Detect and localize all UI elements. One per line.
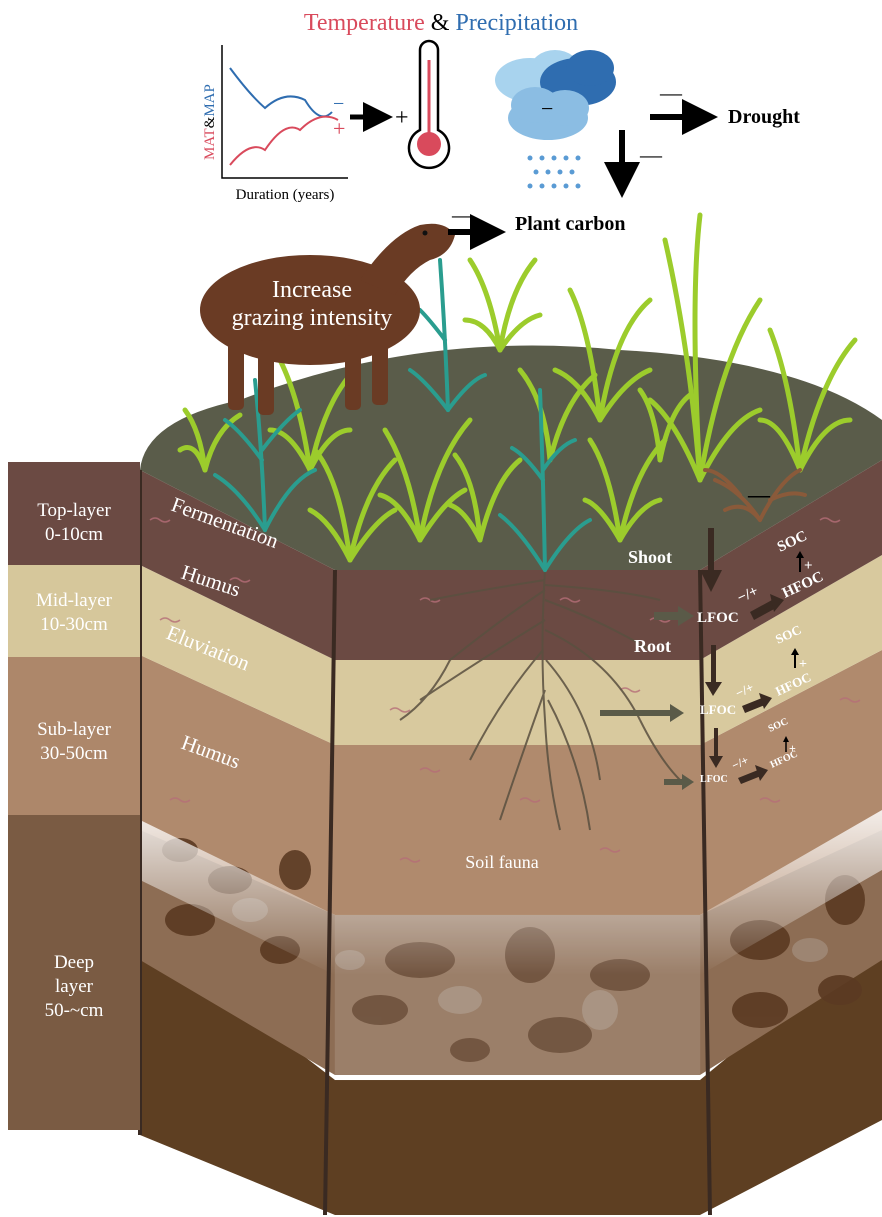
litter-minus-sign: — [747,482,771,507]
soc1-plus-sign: + [804,558,813,574]
sheep-minus-sign: — [451,202,475,227]
legend-top-line2: 0-10cm [45,524,103,545]
cloud-minus-sign: − [541,96,553,121]
legend-deep-line2: layer [55,976,94,997]
lfoc-label-3: LFOC [700,774,728,785]
drought-minus-sign: — [659,80,683,105]
drought-label: Drought [728,106,800,128]
legend-top-line1: Top-layer [37,500,111,521]
soil-block [140,346,882,1215]
grazing-line1: Increase [272,277,352,303]
grazing-line2: grazing intensity [232,305,393,331]
legend-sub-line1: Sub-layer [37,719,112,740]
down-minus-sign: — [639,142,663,167]
legend-deep-line1: Deep [54,952,94,973]
soil-fauna-label: Soil fauna [465,852,539,872]
legend-mid-line1: Mid-layer [36,590,113,611]
transparent-panel [335,915,700,1080]
soc3-plus-sign: + [789,741,796,755]
shoot-label: Shoot [628,547,672,567]
mini-chart-xlabel: Duration (years) [236,187,335,203]
layer-legend: Top-layer 0-10cm Mid-layer 10-30cm Sub-l… [8,462,140,1130]
mat-sign: + [333,116,345,141]
mini-chart: MAT&MAP Duration (years) − + [202,45,348,203]
legend-mid-line2: 10-30cm [40,614,108,635]
title: Temperature & Precipitation [304,10,578,36]
cloud-icon [495,50,616,140]
title-precipitation: Precipitation [455,10,578,36]
legend-deep-line3: 50-~cm [45,1000,104,1021]
map-line [230,68,332,116]
grass-clump [465,260,540,350]
raindrops [528,156,581,189]
thermometer-plus-sign: + [395,105,409,131]
map-sign: − [333,93,344,115]
title-amp: & [425,10,456,36]
legend-sub-line2: 30-50cm [40,743,108,764]
legend-mid-layer [8,565,140,657]
title-temperature: Temperature [304,10,425,36]
lfoc-label-1: LFOC [697,610,739,626]
thermometer-icon [409,41,449,168]
mat-line [230,117,338,165]
root-label: Root [634,636,671,656]
mini-chart-ylabel: MAT&MAP [202,84,218,160]
lfoc-label-2: LFOC [700,702,736,717]
plant-carbon-label: Plant carbon [515,213,626,235]
soc2-plus-sign: + [799,657,807,672]
mini-chart-axes [222,45,348,178]
